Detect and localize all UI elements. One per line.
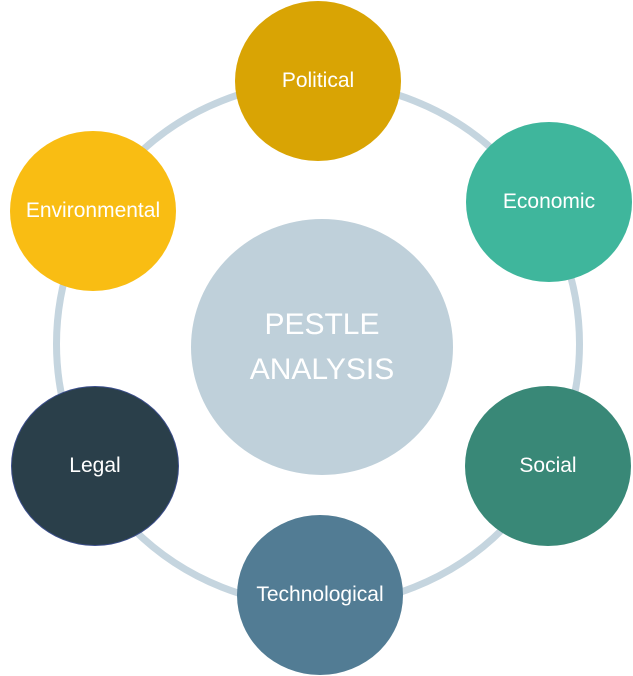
node-label-social: Social [519,454,577,478]
node-label-legal: Legal [69,454,121,478]
node-economic: Economic [466,122,632,282]
center-label: PESTLE ANALYSIS [249,308,395,386]
node-label-political: Political [281,69,355,93]
node-technological: Technological [237,515,403,675]
node-label-environmental: Environmental [25,199,161,223]
node-political: Political [235,1,401,161]
node-environmental: Environmental [10,131,176,291]
node-social: Social [465,386,631,546]
node-label-economic: Economic [502,190,596,214]
node-legal: Legal [11,386,179,546]
node-label-technological: Technological [256,583,384,607]
center-circle-pestle-analysis: PESTLE ANALYSIS [191,219,453,475]
